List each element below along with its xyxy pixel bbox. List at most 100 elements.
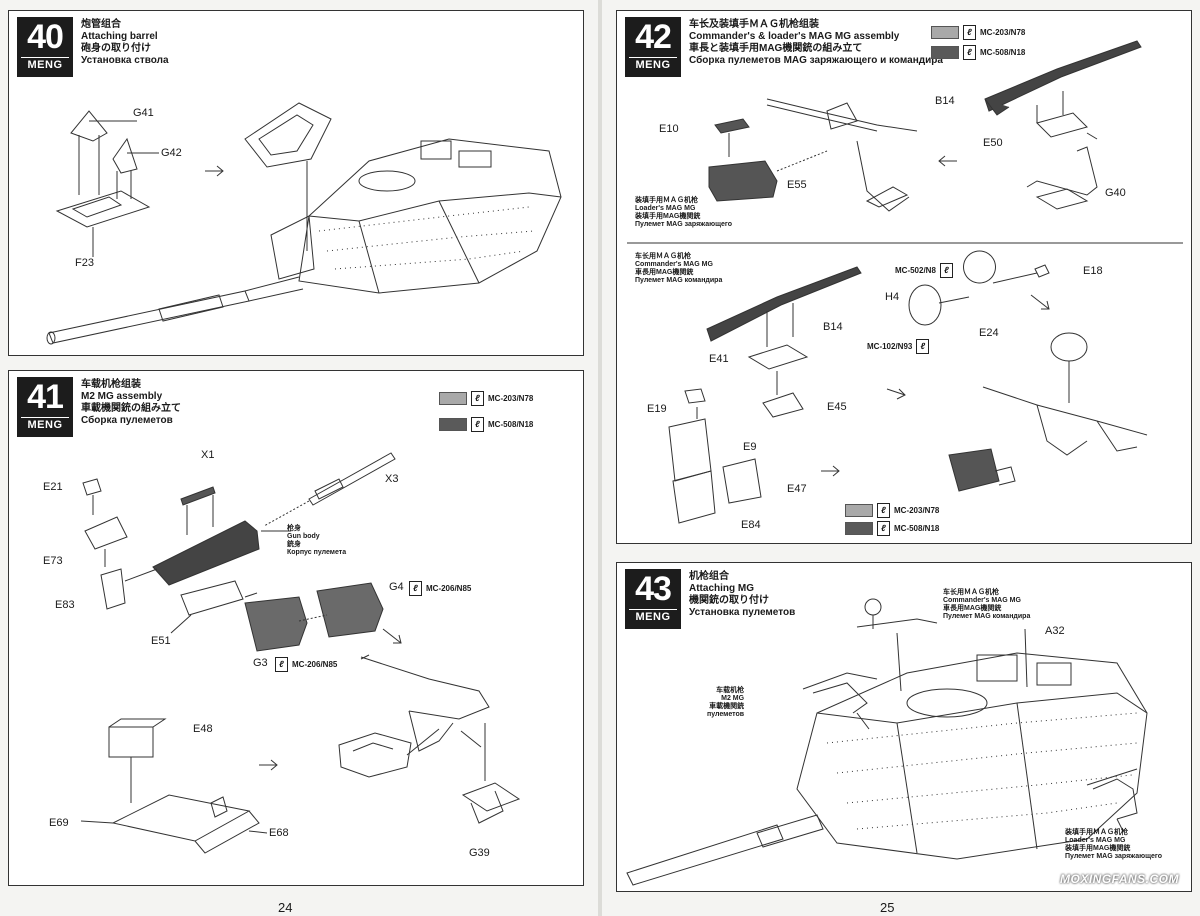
part-label-h4: H4 (885, 291, 900, 303)
paint-chip (845, 522, 873, 535)
part-label-e47: E47 (787, 483, 807, 495)
title-cn: 车载机枪组装 (81, 379, 141, 390)
part-label-x1: X1 (201, 449, 215, 461)
callout-jp: 車載機関銃 (709, 703, 745, 710)
paint-bottle-icon: ℓ (275, 657, 288, 672)
paint-ref-top-2: ℓ MC-508/N18 (931, 45, 1025, 60)
paint-ref-g4: ℓ MC-206/N85 (409, 581, 471, 596)
part-label-e84: E84 (741, 519, 761, 531)
paint-bottle-icon: ℓ (409, 581, 422, 596)
step-40-titles: 炮管组合 Attaching barrel 砲身の取り付け Установка … (81, 19, 169, 67)
callout-jp: 装填手用MAG機関銃 (635, 213, 701, 220)
commander-mag-callout: 车长用ＭＡＧ机枪 Commander's MAG MG 車長用MAG機関銃 Пу… (943, 589, 1030, 621)
paint-code: MC-508/N18 (980, 48, 1026, 57)
part-label-g3: G3 (253, 657, 268, 669)
part-label-g39: G39 (469, 847, 490, 859)
title-ru: Установка пулеметов (689, 607, 796, 618)
part-label-g4: G4 (389, 581, 404, 593)
paint-bottle-icon: ℓ (471, 391, 484, 406)
part-label-e48: E48 (193, 723, 213, 735)
brand-logo: MENG (629, 609, 677, 624)
paint-ref-bottom-2: ℓ MC-508/N18 (845, 521, 939, 536)
callout-jp: 装填手用MAG機関銃 (1065, 845, 1131, 852)
step-number: 43 (635, 570, 672, 608)
paint-code: MC-508/N18 (488, 420, 534, 429)
title-en: Attaching MG (689, 583, 754, 594)
title-cn: 车长及装填手ＭＡＧ机枪组装 (689, 19, 819, 30)
title-jp: 車載機関銃の組み立て (81, 403, 181, 414)
gun-body-callout: 枪身 Gun body 銃身 Корпус пулемета (287, 525, 346, 557)
paint-code: MC-102/N93 (867, 342, 913, 351)
step-number: 40 (27, 18, 64, 56)
step-number: 41 (27, 378, 64, 416)
part-label-f23: F23 (75, 257, 94, 269)
callout-cn: 车长用ＭＡＧ机枪 (943, 589, 999, 596)
part-label-g41: G41 (133, 107, 154, 119)
paint-bottle-icon: ℓ (963, 45, 976, 60)
step-43-panel: 43 MENG 机枪组合 Attaching MG 機関銃の取り付け Устан… (616, 562, 1192, 892)
step-41-panel: 41 MENG 车载机枪组装 M2 MG assembly 車載機関銃の組み立て… (8, 370, 584, 886)
part-label-e69: E69 (49, 817, 69, 829)
part-label-x3: X3 (385, 473, 399, 485)
title-ru: Сборка пулеметов MAG заряжающего и коман… (689, 55, 943, 66)
title-cn: 炮管组合 (81, 19, 121, 30)
part-label-e10: E10 (659, 123, 679, 135)
part-label-e68: E68 (269, 827, 289, 839)
step-41-titles: 车载机枪组装 M2 MG assembly 車載機関銃の組み立て Сборка … (81, 379, 181, 427)
callout-ru: Пулемет MAG командира (635, 277, 723, 284)
title-en: Attaching barrel (81, 31, 158, 42)
barrel-assembly-drawing (46, 102, 562, 345)
callout-ru: Пулемет MAG командира (943, 613, 1031, 620)
part-label-e45: E45 (827, 401, 847, 413)
part-label-e21: E21 (43, 481, 63, 493)
callout-jp: 車長用MAG機関銃 (943, 605, 1002, 612)
attaching-mg-drawing (626, 598, 1148, 886)
paint-code: MC-203/N78 (980, 28, 1026, 37)
title-cn: 机枪组合 (689, 571, 729, 582)
part-label-e19: E19 (647, 403, 667, 415)
paint-bottle-icon: ℓ (939, 263, 953, 278)
callout-cn: 装填手用ＭＡＧ机枪 (1065, 829, 1128, 836)
title-ru: Сборка пулеметов (81, 415, 173, 426)
step-43-badge: 43 MENG (625, 569, 681, 629)
part-label-e9: E9 (743, 441, 757, 453)
paint-ref-2: ℓ MC-508/N18 (439, 417, 533, 432)
step-42-titles: 车长及装填手ＭＡＧ机枪组装 Commander's & loader's MAG… (689, 19, 943, 67)
paint-chip (845, 504, 873, 517)
paint-code: MC-206/N85 (292, 660, 338, 669)
step-43-titles: 机枪组合 Attaching MG 機関銃の取り付け Установка пул… (689, 571, 795, 619)
m2-mg-callout: 车载机枪 M2 MG 車載機関銃 пулеметов (707, 687, 744, 719)
part-label-e83: E83 (55, 599, 75, 611)
paint-ref-h4: MC-502/N8 ℓ (895, 263, 953, 278)
part-label-b14-top: B14 (935, 95, 955, 107)
brand-logo: MENG (629, 57, 677, 72)
loader-mag-callout: 装填手用ＭＡＧ机枪 Loader's MAG MG 装填手用MAG機関銃 Пул… (635, 197, 732, 229)
paint-chip (439, 392, 467, 405)
page-number-left: 24 (278, 900, 293, 915)
part-label-e73: E73 (43, 555, 63, 567)
step-number: 42 (635, 18, 672, 56)
callout-en: Commander's MAG MG (943, 597, 1021, 604)
callout-jp: 銃身 (287, 541, 301, 548)
part-label-e24: E24 (979, 327, 999, 339)
commander-mag-callout: 车长用ＭＡＧ机枪 Commander's MAG MG 車長用MAG機関銃 Пу… (635, 253, 722, 285)
paint-chip (439, 418, 467, 431)
callout-en: Loader's MAG MG (635, 205, 696, 212)
callout-cn: 枪身 (287, 525, 301, 532)
part-label-g42: G42 (161, 147, 182, 159)
part-label-e50: E50 (983, 137, 1003, 149)
callout-jp: 車長用MAG機関銃 (635, 269, 694, 276)
title-en: Commander's & loader's MAG MG assembly (689, 31, 900, 42)
paint-bottle-icon: ℓ (963, 25, 976, 40)
paint-bottle-icon: ℓ (877, 521, 890, 536)
step-40-badge: 40 MENG (17, 17, 73, 77)
part-label-g40: G40 (1105, 187, 1126, 199)
paint-code: MC-203/N78 (488, 394, 534, 403)
callout-en: Commander's MAG MG (635, 261, 713, 268)
paint-code: MC-508/N18 (894, 524, 940, 533)
part-label-e51: E51 (151, 635, 171, 647)
part-label-e18: E18 (1083, 265, 1103, 277)
mag-mg-assembly-drawing (627, 40, 1183, 524)
part-label-e55: E55 (787, 179, 807, 191)
paint-ref-g3: ℓ MC-206/N85 (275, 657, 337, 672)
